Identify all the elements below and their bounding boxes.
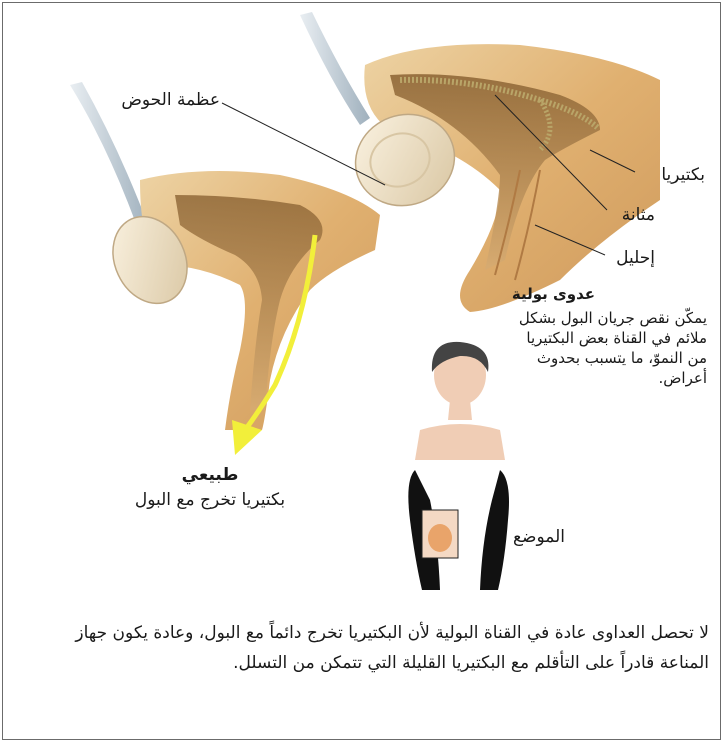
caption-text: لا تحصل العداوى عادة في القناة البولية ل… [49,618,709,678]
location-label: الموضع [513,527,565,547]
pelvic-bone-label: عظمة الحوض [121,90,220,110]
normal-title: طبيعي [120,465,300,485]
infection-description: يمكّن نقص جريان البول بشكل ملائم في القن… [507,308,707,388]
normal-bladder-section [140,171,380,430]
bladder-label: مثانة [622,205,655,225]
body-location-figure [408,342,509,590]
ureter-label: إحليل [616,248,655,268]
normal-description: بكتيريا تخرج مع البول [100,490,320,510]
bacteria-label: بكتيريا [661,165,705,185]
infection-title: عدوى بولية [512,285,595,303]
